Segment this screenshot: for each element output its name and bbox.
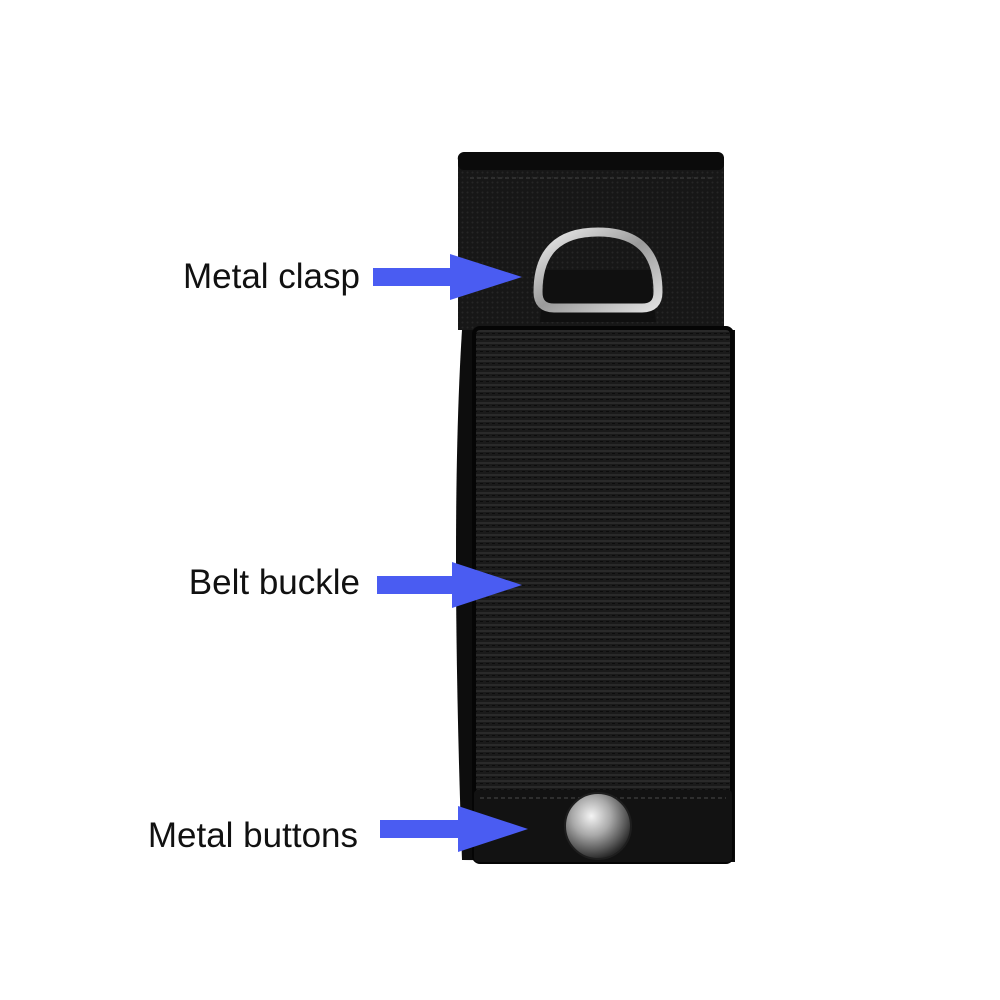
belt-buckle-label: Belt buckle <box>188 563 360 602</box>
metal-buttons-label: Metal buttons <box>147 816 358 855</box>
metal-clasp-arrow <box>373 254 522 300</box>
flap-top-binding <box>458 152 724 170</box>
metal-clasp-label: Metal clasp <box>182 257 360 296</box>
belt-buckle-arrow <box>377 562 522 608</box>
metal-button <box>564 792 632 860</box>
pouch <box>456 152 735 864</box>
arrows <box>373 254 528 852</box>
d-ring-tab <box>540 270 656 322</box>
metal-buttons-arrow <box>380 806 528 852</box>
belt-loop-panel <box>474 328 732 862</box>
metal-clasp-ring <box>533 227 663 313</box>
